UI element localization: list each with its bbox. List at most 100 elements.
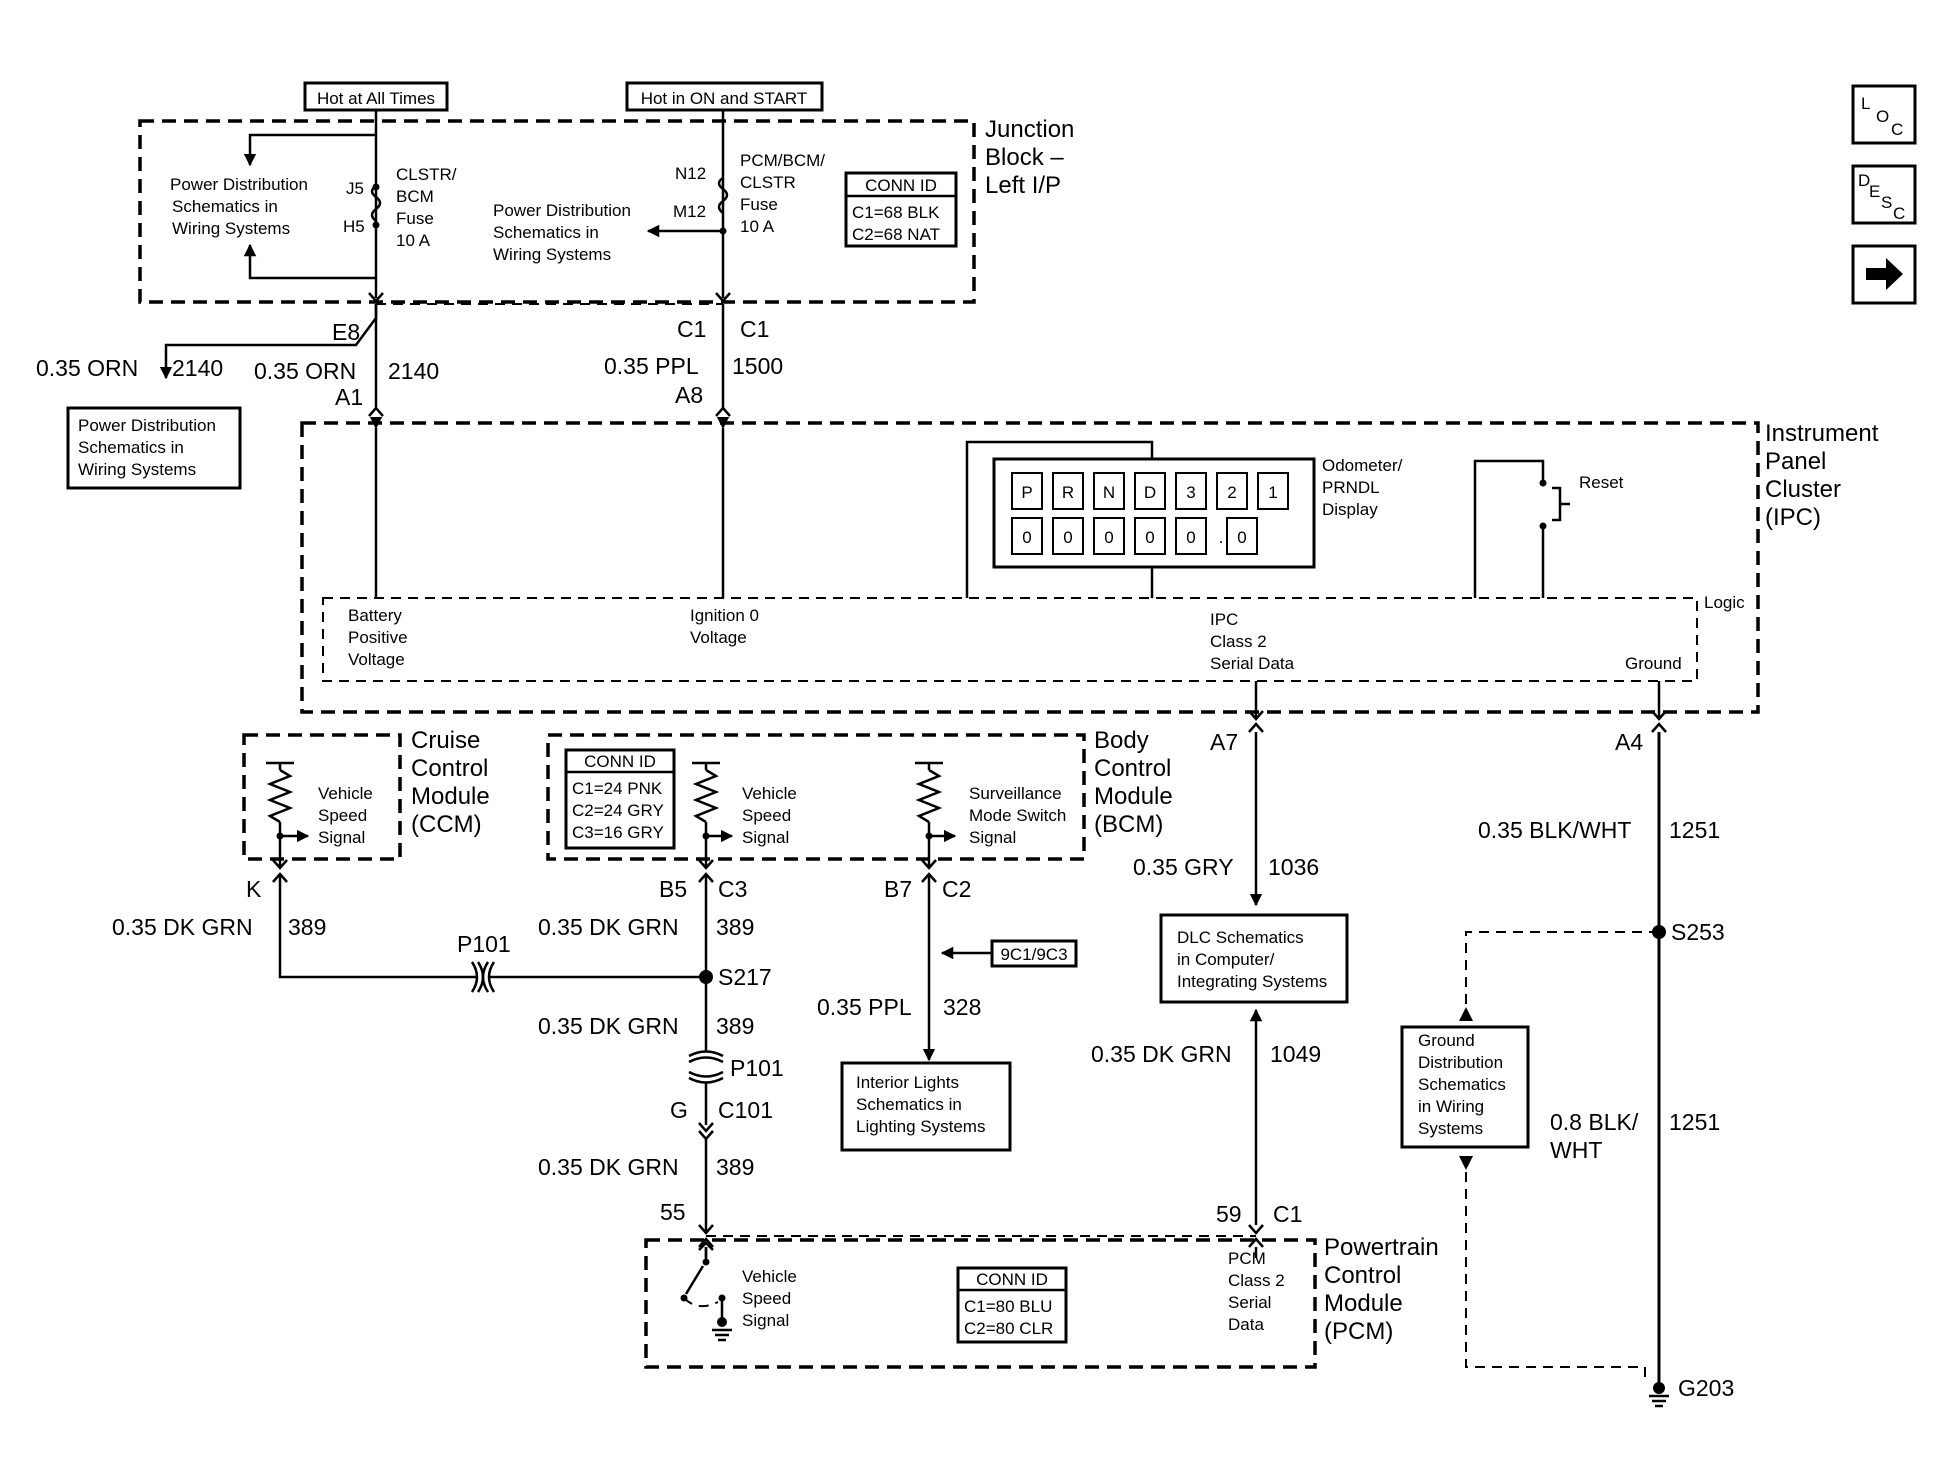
junction-block-title: Junction Block – Left I/P bbox=[985, 116, 1074, 199]
svg-text:Serial: Serial bbox=[1228, 1293, 1271, 1312]
prndl-char: 2 bbox=[1227, 483, 1236, 502]
prndl-char: P bbox=[1021, 483, 1032, 502]
location-button[interactable]: L O C bbox=[1851, 84, 1917, 145]
p101-inline-connector-bottom bbox=[688, 1050, 724, 1084]
ipc-title: Instrument Panel Cluster (IPC) bbox=[1765, 420, 1879, 531]
svg-text:Fuse: Fuse bbox=[740, 195, 778, 214]
odometer-cell bbox=[1011, 517, 1043, 555]
svg-text:Module: Module bbox=[1324, 1290, 1403, 1317]
svg-text:Panel: Panel bbox=[1765, 448, 1826, 475]
ccm-vehicle-speed-signal-label: Vehicle Speed Signal bbox=[318, 784, 373, 847]
odometer-char: 0 bbox=[1022, 528, 1031, 547]
conn-id-pcm: CONN ID C1=80 BLU C2=80 CLR bbox=[956, 1266, 1068, 1344]
svg-text:Power Distribution: Power Distribution bbox=[170, 175, 308, 194]
svg-text:C1=68 BLK: C1=68 BLK bbox=[852, 203, 940, 222]
svg-text:Systems: Systems bbox=[1418, 1119, 1483, 1138]
svg-text:C1=80 BLU: C1=80 BLU bbox=[964, 1297, 1052, 1316]
svg-text:Schematics in: Schematics in bbox=[78, 438, 184, 457]
svg-text:Cruise: Cruise bbox=[411, 727, 480, 754]
wire-gauge-ccm-dkgrn: 0.35 DK GRN bbox=[112, 914, 253, 940]
reference-9c1-9c3: 9C1/9C3 bbox=[990, 939, 1078, 968]
prndl-cell bbox=[1175, 472, 1207, 510]
ground-g203-label: G203 bbox=[1678, 1375, 1734, 1401]
svg-text:(BCM): (BCM) bbox=[1094, 811, 1163, 838]
pin-b5: B5 bbox=[659, 876, 687, 902]
desc-letter-d: D bbox=[1858, 171, 1870, 190]
svg-text:Control: Control bbox=[411, 755, 488, 782]
wire-circuit-328: 328 bbox=[943, 994, 981, 1020]
svg-text:Body: Body bbox=[1094, 727, 1149, 754]
wire-gauge-gry: 0.35 GRY bbox=[1133, 854, 1234, 880]
pcm-boundary bbox=[644, 1238, 1317, 1369]
svg-text:Hot at All Times: Hot at All Times bbox=[317, 89, 435, 108]
resistor-icon-bcm-vss bbox=[692, 768, 720, 824]
svg-text:Module: Module bbox=[411, 783, 490, 810]
svg-text:Control: Control bbox=[1094, 755, 1171, 782]
odometer-char: 0 bbox=[1063, 528, 1072, 547]
desc-letter-e: E bbox=[1869, 182, 1880, 201]
fuse-icon-left bbox=[370, 184, 382, 222]
wire-gauge-dkgrn-2: 0.35 DK GRN bbox=[538, 1013, 679, 1039]
wire-gauge-dkgrn-1049: 0.35 DK GRN bbox=[1091, 1041, 1232, 1067]
dlc-schematics-reference: DLC Schematics in Computer/ Integrating … bbox=[1159, 913, 1349, 1004]
prndl-char: 3 bbox=[1186, 483, 1195, 502]
wire-gauge-ppl-328: 0.35 PPL bbox=[817, 994, 912, 1020]
pin-55: 55 bbox=[660, 1199, 686, 1225]
prndl-cell bbox=[1011, 472, 1043, 510]
svg-text:Battery: Battery bbox=[348, 606, 402, 625]
battery-positive-voltage-label: Battery Positive Voltage bbox=[348, 606, 408, 669]
svg-text:Control: Control bbox=[1324, 1262, 1401, 1289]
wire-gauge-blkwht-08: 0.8 BLK/ WHT bbox=[1550, 1109, 1639, 1163]
svg-text:Data: Data bbox=[1228, 1315, 1264, 1334]
ipc-ground-label: Ground bbox=[1625, 654, 1682, 673]
ipc-boundary bbox=[300, 421, 1760, 714]
ccm-title: Cruise Control Module (CCM) bbox=[411, 727, 490, 838]
svg-text:Display: Display bbox=[1322, 500, 1378, 519]
bcm-vehicle-speed-signal-label: Vehicle Speed Signal bbox=[742, 784, 797, 847]
loc-letter-l: L bbox=[1861, 94, 1870, 113]
svg-text:Integrating Systems: Integrating Systems bbox=[1177, 972, 1327, 991]
svg-text:Positive: Positive bbox=[348, 628, 408, 647]
loc-letter-o: O bbox=[1876, 107, 1889, 126]
svg-text:in Wiring: in Wiring bbox=[1418, 1097, 1484, 1116]
odometer-cell bbox=[1134, 517, 1166, 555]
svg-text:Class 2: Class 2 bbox=[1228, 1271, 1285, 1290]
pin-n12: N12 bbox=[675, 164, 706, 183]
ipc-logic-boundary bbox=[322, 597, 1698, 682]
wire-gauge-dkgrn-3: 0.35 DK GRN bbox=[538, 1154, 679, 1180]
svg-text:Lighting Systems: Lighting Systems bbox=[856, 1117, 985, 1136]
svg-text:BCM: BCM bbox=[396, 187, 434, 206]
logic-label: Logic bbox=[1704, 593, 1745, 612]
wire-circuit-1251: 1251 bbox=[1669, 817, 1720, 843]
svg-text:Mode Switch: Mode Switch bbox=[969, 806, 1066, 825]
odometer-char: 0 bbox=[1145, 528, 1154, 547]
power-distribution-ref-bottom: Power Distribution Schematics in Wiring … bbox=[66, 406, 242, 490]
pin-a7: A7 bbox=[1210, 729, 1238, 755]
svg-text:C2=80 CLR: C2=80 CLR bbox=[964, 1319, 1053, 1338]
description-button[interactable]: D E S C bbox=[1851, 164, 1917, 225]
odometer-char: 0 bbox=[1237, 528, 1246, 547]
pin-m12: M12 bbox=[673, 202, 706, 221]
svg-text:Fuse: Fuse bbox=[396, 209, 434, 228]
svg-text:Interior Lights: Interior Lights bbox=[856, 1073, 959, 1092]
svg-text:Left I/P: Left I/P bbox=[985, 172, 1061, 199]
svg-text:10 A: 10 A bbox=[396, 231, 431, 250]
bcm-boundary bbox=[546, 733, 1086, 861]
prndl-char: N bbox=[1103, 483, 1115, 502]
interior-lights-reference: Interior Lights Schematics in Lighting S… bbox=[840, 1061, 1012, 1152]
odometer-char: 0 bbox=[1104, 528, 1113, 547]
next-page-button[interactable] bbox=[1851, 244, 1917, 305]
splice-s217 bbox=[699, 970, 713, 984]
splice-s217-label: S217 bbox=[718, 964, 772, 990]
svg-text:CONN ID: CONN ID bbox=[584, 752, 656, 771]
svg-text:Serial Data: Serial Data bbox=[1210, 654, 1295, 673]
svg-text:9C1/9C3: 9C1/9C3 bbox=[1000, 945, 1067, 964]
prndl-cell bbox=[1052, 472, 1084, 510]
svg-text:IPC: IPC bbox=[1210, 610, 1238, 629]
svg-text:Class 2: Class 2 bbox=[1210, 632, 1267, 651]
svg-text:C1=24 PNK: C1=24 PNK bbox=[572, 779, 663, 798]
ground-distribution-reference: Ground Distribution Schematics in Wiring… bbox=[1400, 1025, 1530, 1149]
wire-circuit-1036: 1036 bbox=[1268, 854, 1319, 880]
svg-text:CONN ID: CONN ID bbox=[865, 176, 937, 195]
